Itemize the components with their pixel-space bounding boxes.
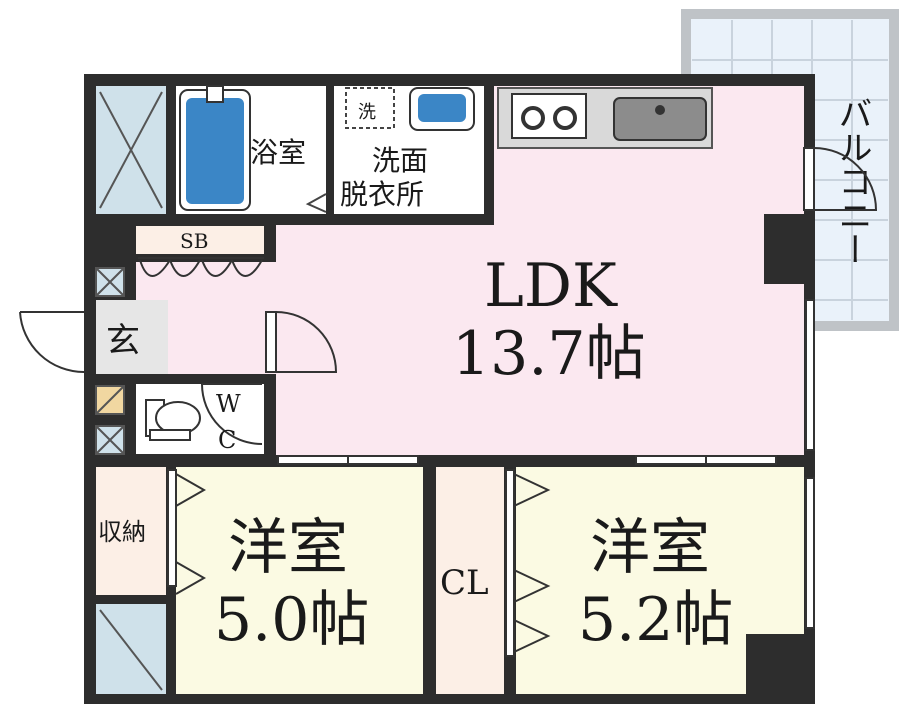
- toilet-icon: [145, 399, 201, 441]
- western-room-1-floor: [176, 467, 423, 694]
- toilet-label-line2: C: [218, 426, 236, 454]
- closet-door-markers: [505, 469, 551, 657]
- washbasin-icon: [409, 87, 475, 131]
- washroom-label-line2: 脱衣所: [340, 178, 424, 211]
- balcony-door: [803, 147, 878, 211]
- washer-pan-icon: 洗: [345, 87, 395, 129]
- western-room-2-name: 洋室: [590, 513, 710, 583]
- ldk-door: [265, 311, 338, 373]
- western-room-2-size: 5.2帖: [578, 585, 733, 655]
- burner-left-icon: [521, 106, 545, 130]
- storage-label: 収納: [98, 518, 146, 546]
- ldk-size: 13.7帖: [452, 319, 646, 389]
- washroom-label-line1: 洗面: [372, 144, 428, 177]
- shaft-markers: [95, 91, 163, 691]
- shoe-box-doors: [138, 257, 264, 277]
- washer-mark: 洗: [358, 102, 376, 123]
- toilet-label-line1: W: [216, 390, 241, 418]
- entrance-door: [19, 311, 85, 374]
- closet-label: CL: [440, 563, 489, 603]
- kitchen-counter: [497, 87, 713, 149]
- shoe-box-floor: [136, 226, 264, 254]
- storage-door-markers: [167, 469, 207, 595]
- closet-floor: [436, 467, 504, 694]
- ldk-name: LDK: [484, 251, 618, 321]
- windows: [277, 299, 815, 629]
- burner-right-icon: [553, 106, 577, 130]
- washroom-door-mark: [305, 193, 327, 213]
- pillar: [764, 214, 806, 284]
- kitchen-sink-icon: [613, 97, 707, 141]
- ldk-floor: [276, 86, 804, 455]
- western-room-1-name: 洋室: [228, 513, 348, 583]
- western-room-2-floor: [516, 467, 804, 694]
- entrance-floor: [96, 300, 168, 374]
- bathtub-icon: [179, 85, 251, 211]
- western-room-1-size: 5.0帖: [214, 585, 369, 655]
- shoe-box-label: SB: [180, 229, 208, 253]
- bath-label: 浴室: [250, 136, 306, 169]
- entrance-label: 玄: [106, 321, 140, 361]
- toilet-door: [201, 383, 263, 445]
- storage-floor: [96, 467, 166, 595]
- balcony-label: バルコニー: [832, 96, 872, 266]
